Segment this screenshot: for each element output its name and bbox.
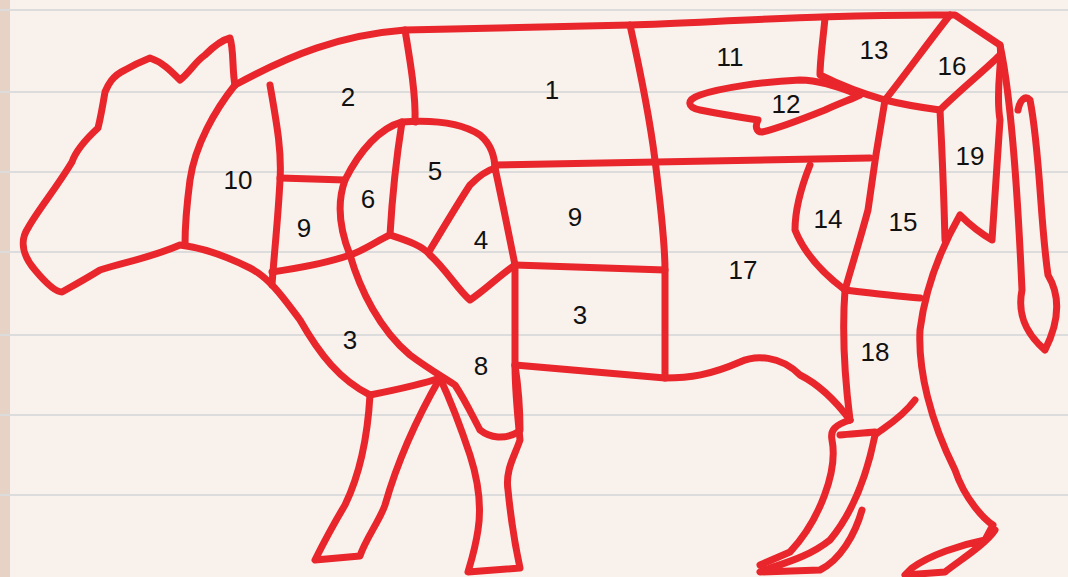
callout-number: 13: [860, 37, 889, 63]
callout-number: 6: [361, 186, 375, 212]
callout-number: 1: [545, 77, 559, 103]
callout-number: 9: [568, 204, 582, 230]
callout-number: 4: [474, 227, 488, 253]
cow-outline: [23, 15, 1056, 575]
callout-number: 3: [343, 327, 357, 353]
callout-number: 11: [717, 44, 744, 70]
callout-number: 14: [814, 206, 843, 232]
callout-number: 5: [428, 158, 442, 184]
callout-number: 8: [474, 353, 488, 379]
paper-rules: [0, 10, 1068, 495]
callout-number: 10: [224, 167, 253, 193]
callout-number: 15: [889, 209, 918, 235]
callout-number: 17: [729, 257, 758, 283]
callout-number: 19: [956, 143, 985, 169]
callout-number: 12: [772, 91, 801, 117]
page-margin: [0, 0, 10, 577]
callout-number: 2: [341, 84, 355, 110]
callout-number: 16: [938, 53, 967, 79]
callout-number: 3: [573, 302, 587, 328]
callout-number: 9: [297, 215, 311, 241]
callout-number: 18: [861, 339, 890, 365]
